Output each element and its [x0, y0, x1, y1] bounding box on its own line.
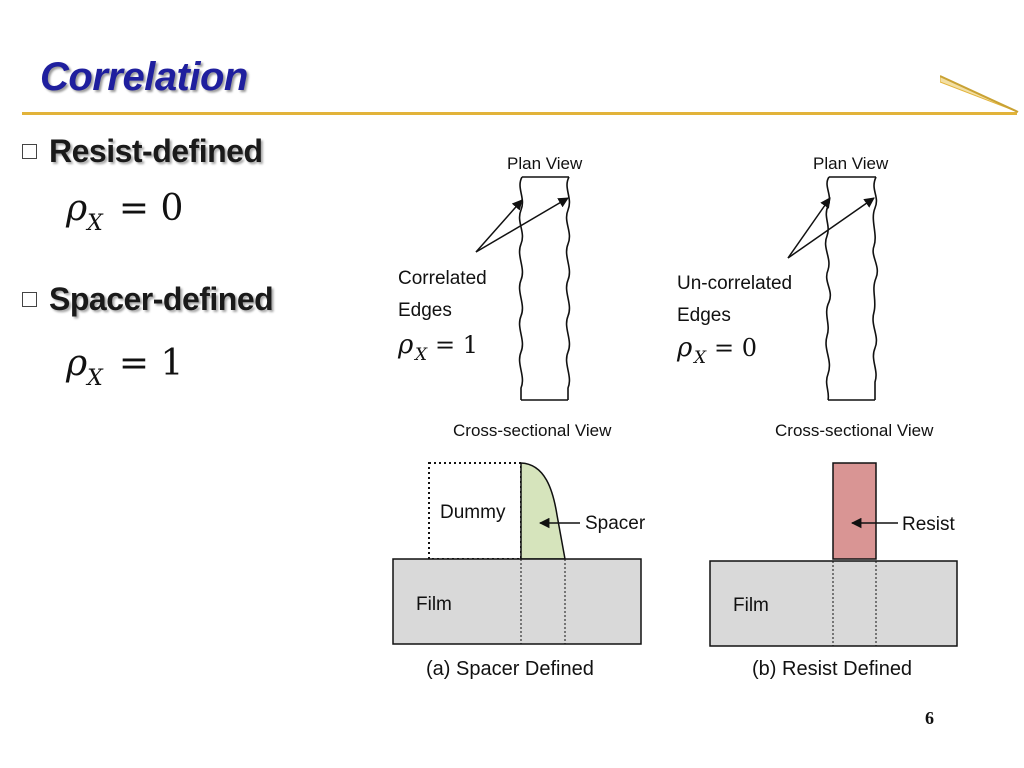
bullet-square-icon	[22, 292, 37, 307]
correlation-diagram: Plan View Correlated Edges ρ X = 1 Cross…	[392, 154, 958, 680]
title-underline	[22, 112, 1017, 115]
left-film-layer	[392, 558, 642, 645]
bullet-label: Resist-defined	[49, 133, 263, 169]
left-rho-value: = 1	[435, 331, 478, 359]
left-plan-line-shape	[518, 176, 571, 401]
left-plan-view-label: Plan View	[507, 154, 583, 173]
right-film-label: Film	[733, 595, 769, 616]
equation-subscript: X	[87, 211, 103, 236]
bullet-spacer-defined: Spacer-defined	[22, 281, 274, 318]
left-rho-subscript: X	[413, 345, 428, 365]
spacer-label: Spacer	[585, 513, 646, 534]
equation-value: = 1	[118, 343, 184, 384]
right-caption: (b) Resist Defined	[752, 658, 912, 680]
slide-title: Correlation	[40, 55, 248, 99]
decorative-arrow-icon	[940, 75, 1019, 113]
right-rho-subscript: X	[692, 348, 707, 368]
equation-value: = 0	[118, 188, 184, 229]
equation-symbol: ρ	[66, 188, 88, 229]
right-panel: Plan View Un-correlated Edges ρ X = 0 Cr…	[676, 154, 958, 680]
page-number: 6	[925, 708, 934, 728]
resist-shape	[832, 462, 877, 560]
left-panel: Plan View Correlated Edges ρ X = 1 Cross…	[392, 154, 646, 680]
right-edge-label-line1: Un-correlated	[677, 273, 792, 294]
dummy-label: Dummy	[440, 502, 506, 523]
left-edge-label-line2: Edges	[398, 300, 452, 321]
equation-resist: ρX = 0	[66, 188, 184, 236]
equation-spacer: ρX = 1	[66, 343, 184, 391]
spacer-shape	[520, 462, 566, 560]
right-plan-line-shape	[824, 176, 879, 401]
right-rho-symbol: ρ	[676, 333, 693, 363]
left-film-label: Film	[416, 594, 452, 615]
bullet-square-icon	[22, 144, 37, 159]
left-cross-section-label: Cross-sectional View	[453, 421, 612, 440]
bullet-label: Spacer-defined	[49, 281, 274, 317]
right-edge-arrows	[787, 197, 875, 259]
right-film-layer	[709, 560, 958, 647]
right-cross-section-label: Cross-sectional View	[775, 421, 934, 440]
left-rho-symbol: ρ	[397, 330, 414, 360]
bullet-resist-defined: Resist-defined	[22, 133, 263, 170]
left-edge-label-line1: Correlated	[398, 268, 487, 289]
right-edge-label-line2: Edges	[677, 305, 731, 326]
equation-symbol: ρ	[66, 343, 88, 384]
right-plan-view-label: Plan View	[813, 154, 889, 173]
left-caption: (a) Spacer Defined	[426, 658, 594, 680]
left-edge-arrows	[475, 197, 569, 253]
resist-label: Resist	[902, 514, 956, 535]
right-rho-value: = 0	[714, 334, 757, 362]
equation-subscript: X	[87, 366, 103, 391]
